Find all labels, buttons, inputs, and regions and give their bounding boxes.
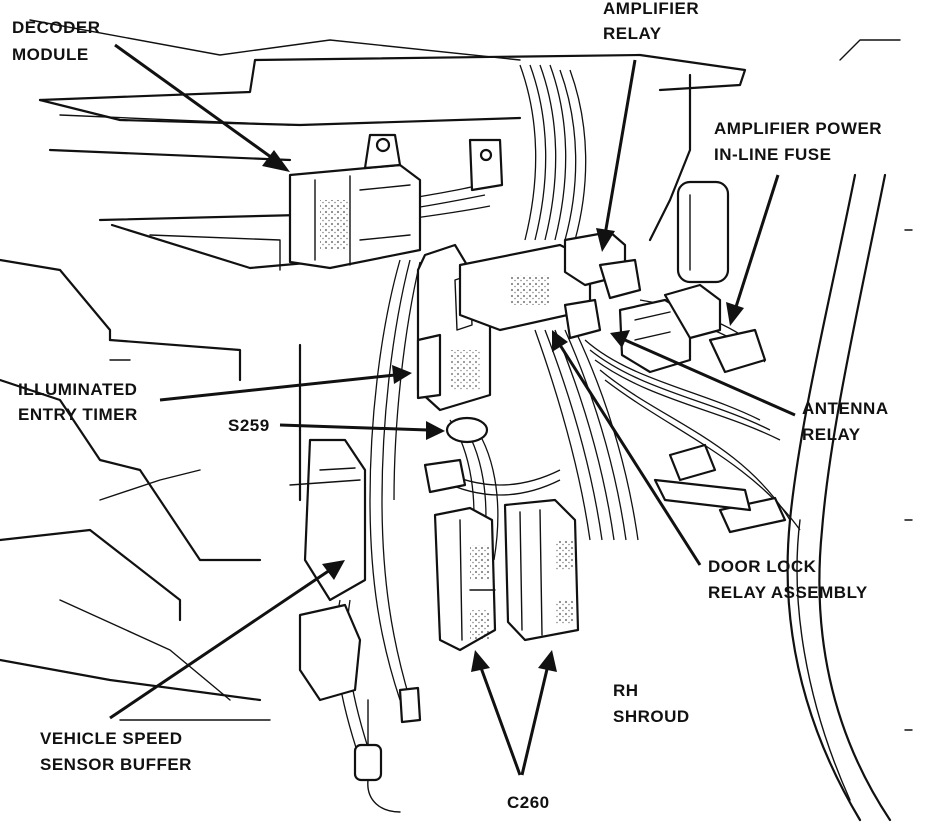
leader-amplifier-fuse	[726, 174, 780, 326]
label-amplifier-relay-line2: RELAY	[603, 24, 662, 43]
c260-connector-right	[503, 498, 580, 642]
label-antenna-relay-line2: RELAY	[802, 425, 861, 444]
label-vehicle-speed-sensor-line2: SENSOR BUFFER	[40, 755, 192, 774]
decoder-module	[288, 133, 422, 270]
leader-c260-right	[520, 650, 557, 776]
label-vehicle-speed-sensor-line1: VEHICLE SPEED	[40, 729, 183, 748]
c260-connector-left	[433, 506, 497, 652]
label-rh-shroud: RH SHROUD	[613, 681, 690, 726]
vehicle-speed-sensor-buffer	[289, 438, 422, 813]
label-illuminated-entry-timer: ILLUMINATED ENTRY TIMER	[18, 380, 138, 424]
label-decoder-module-line2: MODULE	[12, 45, 89, 64]
label-amplifier-fuse: AMPLIFIER POWER IN-LINE FUSE	[714, 119, 882, 164]
leader-illuminated-entry-timer	[159, 365, 412, 402]
dash-panel-outline	[0, 19, 901, 721]
label-rh-shroud-line2: SHROUD	[613, 707, 690, 726]
door-lock-relay	[653, 443, 787, 534]
leader-c260-left	[471, 650, 522, 776]
label-door-lock-relay: DOOR LOCK RELAY ASSEMBLY	[708, 557, 868, 602]
leader-decoder-module	[114, 43, 290, 172]
label-amplifier-relay-line1: AMPLIFIER	[603, 0, 699, 18]
label-amplifier-fuse-line1: AMPLIFIER POWER	[714, 119, 882, 138]
label-door-lock-relay-line1: DOOR LOCK	[708, 557, 817, 576]
rh-shroud-panel	[648, 73, 913, 822]
label-antenna-relay-line1: ANTENNA	[802, 399, 889, 418]
antenna-relay-housing	[618, 283, 767, 374]
label-rh-shroud-line1: RH	[613, 681, 639, 700]
label-vehicle-speed-sensor: VEHICLE SPEED SENSOR BUFFER	[40, 729, 192, 774]
leader-vehicle-speed-sensor	[109, 560, 345, 720]
s259-splice	[445, 416, 489, 444]
label-amplifier-fuse-line2: IN-LINE FUSE	[714, 145, 831, 164]
small-connector-left	[423, 458, 467, 494]
leader-s259	[279, 421, 445, 440]
leader-door-lock-relay	[552, 330, 702, 566]
leader-amplifier-relay	[596, 59, 637, 252]
label-illuminated-entry-timer-line2: ENTRY TIMER	[18, 405, 138, 424]
label-decoder-module-line1: DECODER	[12, 18, 101, 37]
label-illuminated-entry-timer-line1: ILLUMINATED	[18, 380, 137, 399]
label-s259: S259	[228, 416, 270, 435]
label-amplifier-relay: AMPLIFIER RELAY	[603, 0, 699, 43]
label-antenna-relay: ANTENNA RELAY	[802, 399, 889, 444]
leader-antenna-relay	[610, 330, 796, 417]
bracket	[468, 138, 504, 192]
relay-block	[458, 230, 642, 340]
label-c260: C260	[507, 793, 550, 812]
label-decoder-module: DECODER MODULE	[12, 18, 101, 64]
label-door-lock-relay-line2: RELAY ASSEMBLY	[708, 583, 868, 602]
